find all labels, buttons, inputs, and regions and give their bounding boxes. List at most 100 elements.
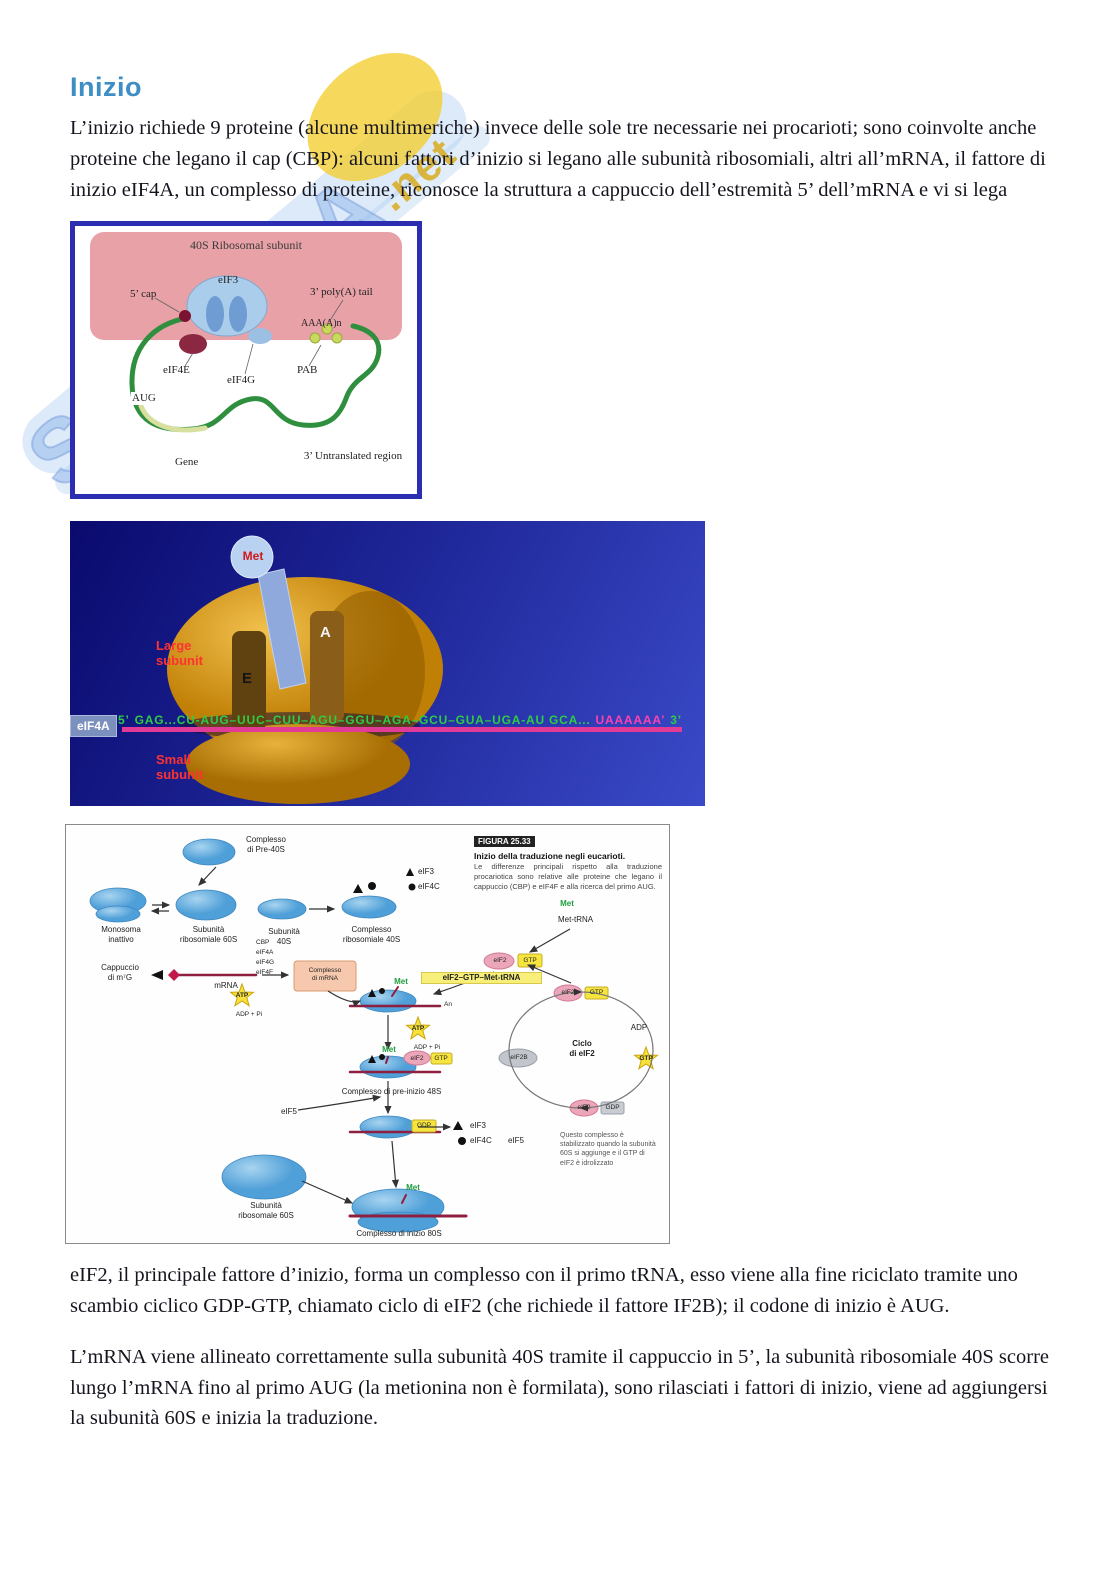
label-eif2: eIF2 [561,989,575,997]
label-pre48: Complesso di pre-inizio 48S [341,1087,442,1097]
label-eif3: eIF3 [418,867,435,877]
label-40s-title: 40S Ribosomal subunit [189,238,302,253]
legend-eif3: eIF3 [470,1121,487,1131]
figure-eif2-initiation-pathway: FIGURA 25.33 Inizio della traduzione neg… [65,824,670,1245]
label-met: Met [394,977,408,987]
pab-protein [321,323,333,335]
diagram-pathway-svg [89,838,659,1233]
pab-protein [309,332,321,344]
cap-shape [179,310,191,323]
label-mrna: mRNA [214,981,238,991]
small-subunit-shape [186,724,410,805]
label-eif4c: eIF4C [418,882,440,892]
label-pab: PAB [297,364,318,377]
label-eif4e: eIF4E [163,364,190,377]
mrna-bar [122,727,682,733]
eif3-lobe [206,296,224,333]
label-3utr: 3’ Untranslated region [303,450,403,463]
label-eif2: eIF2 [577,1104,591,1112]
label-subunita-60s: Subunità ribosomiale 60S [179,925,238,944]
label-met: Met [242,549,264,564]
met-shape [230,535,274,579]
label-complesso-mrna: Complesso di mRNA [308,967,342,983]
label-complesso-40s: Complesso ribosomiale 40S [342,925,401,944]
label-adp: ADP [630,1023,648,1033]
label-aaa: AAA(A)n [301,318,342,330]
paragraph-eif2-recycling: eIF2, il principale fattore d’inizio, fo… [70,1264,1018,1317]
label-small-subunit: Small subunit [156,752,203,782]
figure-caption-title: Inizio della traduzione negli eucarioti. [474,851,626,862]
cap-diamond [168,969,180,982]
label-eif2-gtp-met-trna: eIF2–GTP–Met-tRNA [421,972,542,984]
figure-caption: FIGURA 25.33 Inizio della traduzione neg… [474,831,662,891]
label-gdp: GDP [605,1104,620,1112]
eif2-cycle-ring [508,988,654,1112]
starburst-icons [229,982,659,1071]
label-eif4f: eIF4F [256,969,273,977]
label-atp: ATP [411,1025,425,1033]
label-gene: Gene [175,456,199,469]
label-gtp: GTP [434,1055,448,1063]
badge-eif4a: eIF4A [70,715,117,738]
eif4e-blob [179,334,207,355]
label-eif3: eIF3 [218,274,239,287]
figure-40s-initiation-complex: 40S Ribosomal subunit 5’ cap eIF3 3’ pol… [70,221,422,500]
label-site-a: A [320,624,331,642]
a-site-shape [310,611,344,724]
diagram-40s-svg [90,232,402,433]
label-gtp: GTP [589,989,604,997]
seq-body: GAG...CU-AUG–UUC–CUU–AGU–GGU–AGA–GCU–GUA… [134,713,591,728]
label-pre40: Complesso di Pre-40S [245,835,286,854]
paragraph-mrna-alignment: L’mRNA viene allineato correttamente sul… [70,1345,1050,1430]
label-gtp: GTP [523,957,537,965]
pab-protein [331,332,343,344]
label-5cap: 5’ cap [130,288,157,301]
trna-shape [257,568,307,690]
label-eif4g: eIF4G [256,959,275,967]
e-site-shape [232,631,266,732]
label-complesso-80s: Complesso di inizio 80S [356,1229,442,1239]
gene-segment [138,403,208,433]
seq-5prime: 5’ [118,713,130,728]
paragraph-intro: L’inizio richiede 9 proteine (alcune mul… [70,117,1046,201]
label-eif5: eIF5 [280,1107,297,1117]
label-eif2: eIF2 [493,957,507,965]
label-aug: AUG [131,392,157,405]
eif3-lobe [229,296,247,333]
label-note: Questo complesso è stabilizzato quando l… [560,1132,656,1167]
label-eif2b: eIF2B [510,1054,528,1062]
label-monosoma: Monosoma inattivo [101,925,141,944]
label-met: Met [406,1183,420,1193]
mrna-strand [129,315,382,433]
label-an: An [444,1001,452,1009]
cap-arrowhead [151,970,163,981]
label-met: Met [382,1045,396,1055]
label-large-subunit: Large subunit [156,638,203,668]
label-eif4a: eIF4A [256,949,274,957]
diagram-ribosome-svg [122,535,682,805]
label-gdp: GDP [416,1122,432,1130]
figure-caption-body: Le differenze principali rispetto alla t… [474,862,662,891]
label-cbp: CBP [256,939,270,947]
page-title: Inizio [70,72,142,102]
seq-3prime: 3’ [670,713,682,728]
seq-polya-tail: UAAAAAA’ [595,713,666,728]
factor-shapes [353,868,466,1146]
eif4g-blob [248,328,272,345]
label-met-trna: Met-tRNA [558,915,594,925]
ribosome-blobs [89,838,445,1233]
legend-eif5: eIF5 [508,1136,525,1146]
mrna-sequence: 5’ GAG...CU-AUG–UUC–CUU–AGU–GGU–AGA–GCU–… [118,713,703,727]
label-atp: ATP [235,992,249,1000]
figure-ribosome-80s-mrna: Met Large subunit Small subunit E A eIF4… [70,521,705,807]
figure-number: FIGURA 25.33 [474,836,535,848]
label-subunita-60s-bottom: Subunità ribosomale 60S [238,1201,294,1220]
label-adp-pi: ADP + Pi [235,1011,263,1019]
label-met: Met [560,899,574,909]
legend-eif4c: eIF4C [470,1136,492,1146]
label-3polya-tail: 3’ poly(A) tail [310,286,373,299]
label-adp-pi: ADP + Pi [413,1044,441,1052]
label-subunita-40s: Subunità 40S [268,927,300,946]
label-ciclo-eif2: Ciclo di eIF2 [569,1039,595,1058]
